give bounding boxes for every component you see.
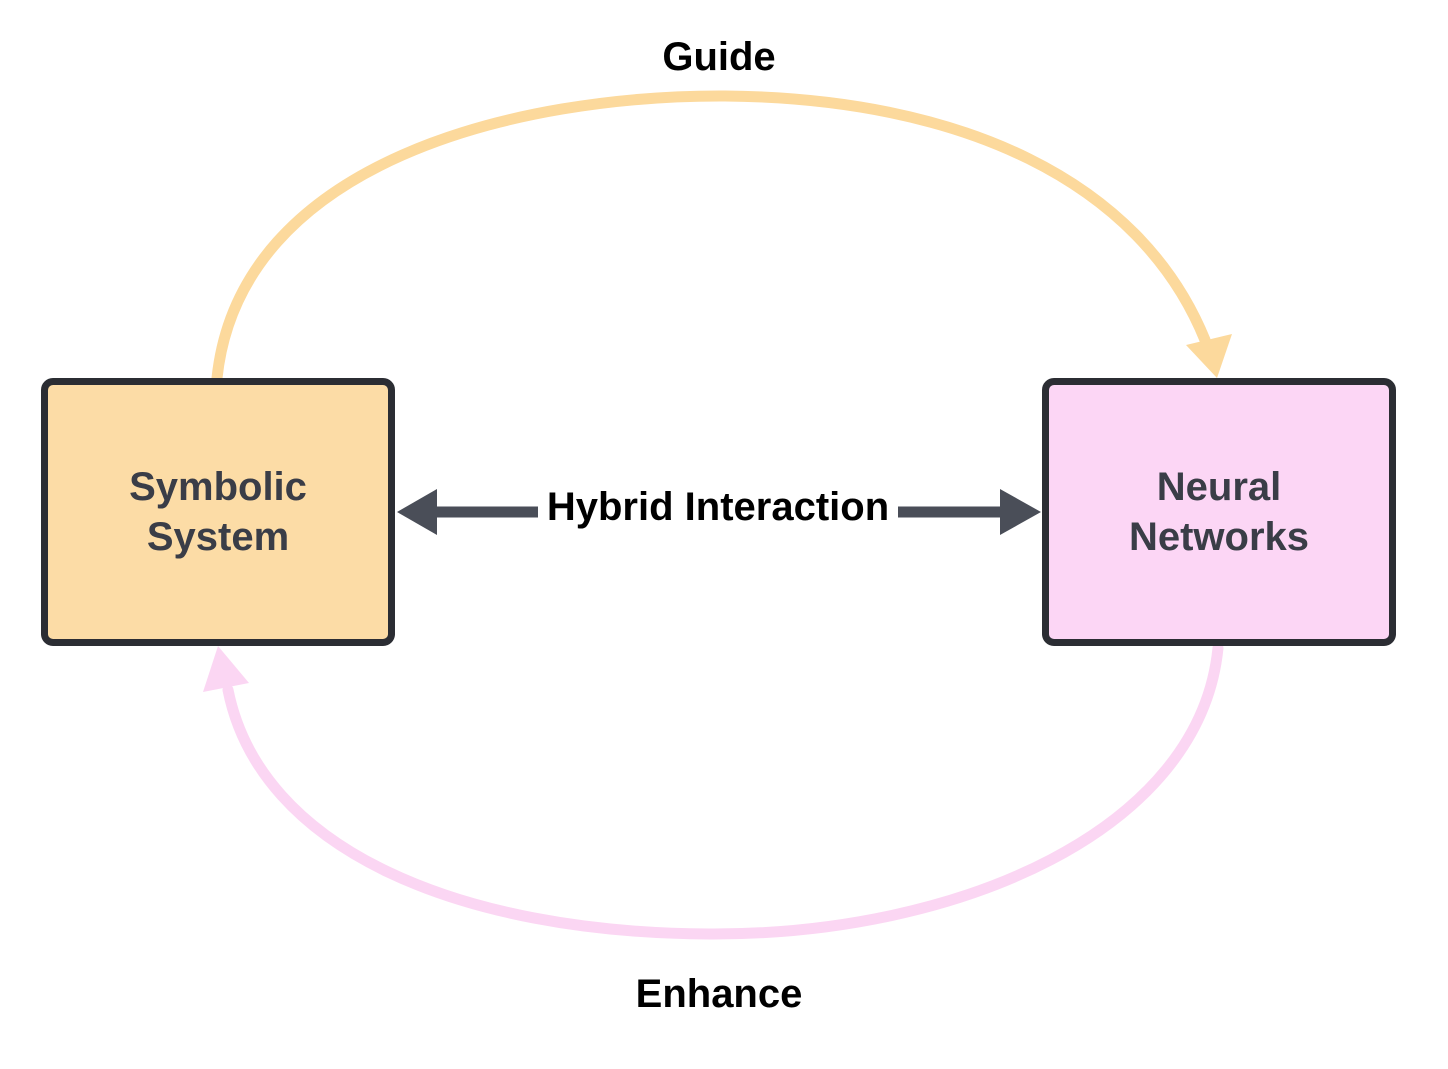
symbolic-system-node[interactable]: Symbolic System [41, 378, 395, 646]
enhance-arc [222, 642, 1224, 940]
enhance-label: Enhance [635, 972, 803, 1016]
neural-networks-label-line2: Networks [1128, 515, 1310, 559]
symbolic-system-label-line2: System [146, 515, 290, 559]
neural-networks-label-line1: Neural [1156, 465, 1282, 509]
hybrid-arrowhead-right [1000, 489, 1041, 535]
guide-arrowhead [1186, 334, 1232, 378]
hybrid-arrowhead-left [397, 489, 437, 535]
guide-label: Guide [662, 35, 776, 79]
symbolic-system-label-line1: Symbolic [129, 465, 307, 509]
hybrid-interaction-label: Hybrid Interaction [538, 483, 898, 531]
neural-networks-node[interactable]: Neural Networks [1042, 378, 1396, 646]
guide-arc [211, 90, 1211, 384]
enhance-arrowhead [203, 646, 249, 692]
